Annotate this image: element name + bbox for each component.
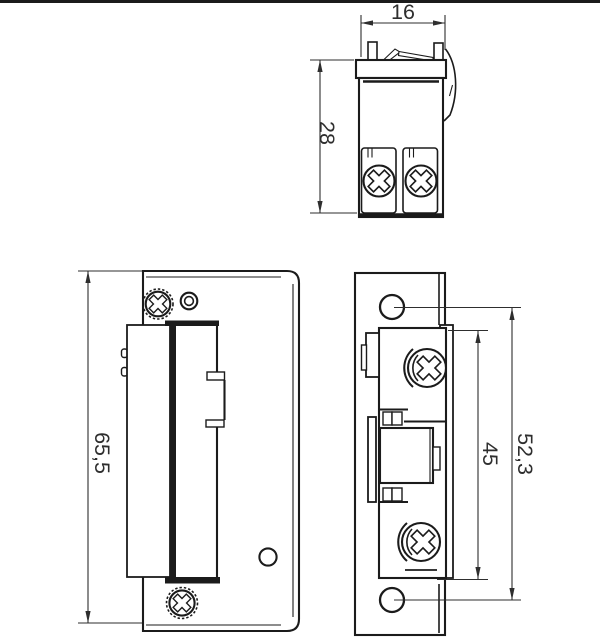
keeper-bottom-bar xyxy=(165,577,220,584)
dimension-height: 65,5 xyxy=(78,270,160,624)
connector-tab-left xyxy=(367,41,378,62)
phillips-cross-icon xyxy=(416,355,442,381)
dimension-hole-spacing: 52,3 xyxy=(394,306,537,601)
keeper-tab xyxy=(205,419,225,428)
terminal-screw-left xyxy=(362,164,396,198)
top-view: 16 28 xyxy=(310,0,457,219)
mounting-screw-top xyxy=(142,288,174,320)
latch-block xyxy=(391,411,403,426)
keeper-screw-upper xyxy=(403,347,448,389)
arrowhead-down xyxy=(509,588,515,600)
side-view: 45 52,3 xyxy=(353,271,537,637)
phillips-cross-icon xyxy=(367,169,391,193)
dimension-label-depth: 28 xyxy=(315,121,339,145)
latch-lever-pawl xyxy=(382,48,401,62)
ring-outer xyxy=(179,291,199,311)
arrowhead-up xyxy=(475,331,481,343)
dimension-label-height: 65,5 xyxy=(90,432,114,474)
arrowhead-right xyxy=(433,20,445,26)
keeper-tab xyxy=(206,371,226,381)
cylinder-arc xyxy=(403,348,414,388)
housing-cap xyxy=(354,58,448,80)
arrowhead-down xyxy=(85,611,91,623)
latch-block xyxy=(382,411,393,426)
arrowhead-down xyxy=(475,567,481,579)
keeper-screw-lower xyxy=(397,521,442,563)
ring-inner xyxy=(183,295,195,307)
page-top-border xyxy=(0,0,600,3)
clip-notch xyxy=(360,344,368,371)
phillips-cross-icon xyxy=(172,593,192,613)
phillips-cross-icon xyxy=(410,529,436,555)
knurled-ring xyxy=(165,586,199,620)
mounting-clip xyxy=(365,332,380,378)
cylinder-arc xyxy=(397,522,408,562)
mounting-screw-bottom xyxy=(165,586,199,620)
dimension-label-width: 16 xyxy=(391,0,415,24)
keeper-top-bar xyxy=(165,320,219,326)
front-view: 65,5 xyxy=(78,269,301,633)
connector-tab-right xyxy=(433,42,444,62)
dimension-label-hole-spacing: 52,3 xyxy=(513,433,537,475)
phillips-cross-icon xyxy=(409,169,433,193)
spring-tick xyxy=(448,84,454,97)
keeper-flap xyxy=(126,324,171,578)
arrowhead-up xyxy=(85,271,91,283)
latch-block xyxy=(382,487,393,502)
dimension-label-body-height: 45 xyxy=(478,442,502,466)
latch-mechanism xyxy=(378,408,441,504)
release-spring-curve xyxy=(443,48,457,122)
cage-tab xyxy=(432,446,441,471)
latch-block xyxy=(391,487,403,502)
dimension-width: 16 xyxy=(360,0,446,57)
keeper-cavity xyxy=(176,327,217,577)
phillips-cross-icon xyxy=(148,294,168,314)
arrowhead-left xyxy=(361,20,373,26)
adjustment-ring xyxy=(179,291,199,311)
dimension-depth: 28 xyxy=(310,59,357,214)
faceplate-hole xyxy=(258,547,278,567)
pivot-arm xyxy=(367,416,377,503)
arrowhead-down xyxy=(317,201,323,213)
keeper-divider xyxy=(170,325,176,578)
knurled-ring xyxy=(142,288,174,320)
latch-cage xyxy=(378,426,435,485)
dimension-body-height: 45 xyxy=(437,329,502,581)
terminal-screw-right xyxy=(404,164,438,198)
arrowhead-up xyxy=(317,60,323,72)
cylinder-arc xyxy=(412,354,419,382)
cylinder-arc xyxy=(406,528,413,556)
arrowhead-up xyxy=(509,308,515,320)
strike-keeper xyxy=(120,320,226,584)
